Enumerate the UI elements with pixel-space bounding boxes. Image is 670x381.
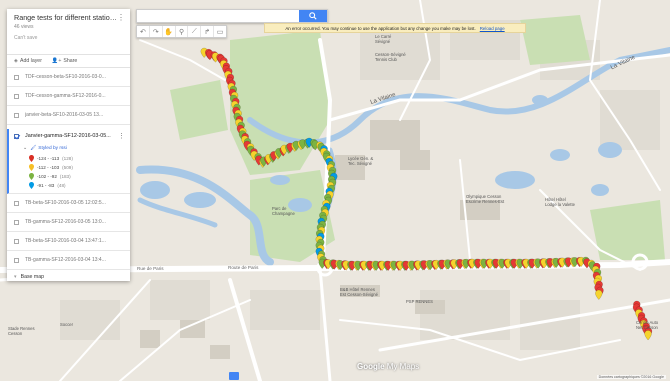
pin-blue-icon: [29, 182, 34, 189]
google-my-maps-logo: Google My Maps: [357, 362, 420, 371]
layer-checkbox[interactable]: [14, 200, 19, 206]
reload-page-link[interactable]: Reload page: [479, 25, 505, 31]
layer-item[interactable]: TB-beta-SF10-2016-03-05 12:02:5...: [7, 194, 130, 213]
marker-icon[interactable]: ⚲: [176, 26, 189, 37]
layer-checkbox[interactable]: [14, 112, 19, 118]
map-label-bb-hotel: B&B Hôtel Rennes Est Cesson-Sévigné: [340, 287, 378, 297]
map-label-parc: Parc de Champagne: [272, 206, 295, 216]
map-label-le-carre: Le Carré Sévigné: [375, 34, 392, 44]
view-count: 46 views: [14, 24, 34, 30]
redo-icon[interactable]: ↷: [150, 26, 163, 37]
error-message: An error occurred. You may continue to u…: [285, 25, 476, 31]
legend-item: -112 - -103(509): [29, 163, 130, 172]
legend-item: -124 - -113(128): [29, 154, 130, 163]
map-label-soccer: Soccer: [60, 322, 74, 327]
search-input[interactable]: [137, 10, 299, 22]
directions-icon[interactable]: ↱: [201, 26, 215, 37]
draw-line-icon[interactable]: ⟋: [188, 26, 202, 37]
search-icon: [309, 12, 317, 20]
layer-checkbox-checked[interactable]: [14, 133, 19, 139]
rssi-legend: -124 - -113(128) -112 - -103(509) -102 -…: [7, 153, 130, 194]
styled-by-link[interactable]: ⌄🖌Styled by rssi: [7, 143, 130, 153]
map-label-tennis: Cesson-Sévigné Tennis Club: [375, 52, 406, 62]
map-attribution: Données cartographiques ©2016 Google: [596, 375, 666, 379]
pin-red-icon: [29, 155, 34, 162]
rssi-marker-pin: [595, 289, 603, 300]
layer-item[interactable]: TDF-cesson-gamma-SF12-2016-0...: [7, 87, 130, 106]
rssi-marker-track[interactable]: [200, 47, 653, 341]
map-label-centre-auto: Centre Auto Net Cesson: [636, 320, 659, 330]
map-label-stade: Stade Rennes Cesson: [8, 326, 35, 336]
add-layer-button[interactable]: ◈Add layer: [14, 58, 42, 64]
map-label-rue-de-paris: Rue de Paris: [137, 266, 164, 271]
map-label-lycee: Lycée Gén. & Tec. Sévigné: [348, 156, 374, 166]
undo-icon[interactable]: ↶: [137, 26, 150, 37]
selected-layer-item[interactable]: Janvier-gamma-SF12-2016-03-05...⋮: [7, 129, 130, 143]
map-toolbar: ↶ ↷ ✋ ⚲ ⟋ ↱ ▭: [136, 25, 227, 38]
layer-item[interactable]: janvier-beta-SF10-2016-03-05 13...: [7, 106, 130, 125]
layer-item[interactable]: TDF-cesson-beta-SF10-2016-03-0...: [7, 68, 130, 87]
base-map-toggle[interactable]: ▾Base map: [14, 273, 44, 280]
share-icon: 👤+: [51, 58, 62, 64]
paint-icon: 🖌: [30, 145, 37, 151]
map-label-hotel: Hôtel Hôtel Lodge la Valette: [545, 197, 575, 207]
hand-icon[interactable]: ✋: [163, 26, 176, 37]
save-status: Can't save: [14, 35, 38, 41]
base-map-icon: ▾: [14, 273, 17, 280]
legend-item: -91 - -83(48): [29, 181, 130, 190]
map-search-box: [136, 9, 328, 23]
ruler-icon[interactable]: ▭: [216, 28, 224, 36]
layer-item[interactable]: TB-gamma-SF12-2016-03-05 13:0...: [7, 213, 130, 232]
map-label-psp: PSP RENNES: [406, 299, 433, 304]
legend-item: -102 - -92(183): [29, 172, 130, 181]
layer-checkbox[interactable]: [14, 257, 19, 263]
info-icon[interactable]: [229, 372, 239, 380]
pin-yellow-icon: [29, 164, 34, 171]
layer-options-icon[interactable]: ⋮: [118, 133, 125, 140]
layer-checkbox[interactable]: [14, 74, 19, 80]
layers-panel: Range tests for different stations,... 4…: [7, 9, 130, 281]
panel-header: Range tests for different stations,... 4…: [7, 9, 130, 55]
layer-checkbox[interactable]: [14, 238, 19, 244]
share-button[interactable]: 👤+Share: [51, 58, 78, 64]
map-label-olympique: Olympique Cesson Escrime Rennes-Est: [466, 194, 505, 204]
panel-actions: ◈Add layer 👤+Share: [7, 55, 130, 68]
map-label-route-de-paris: Route de Paris: [228, 265, 259, 270]
rssi-marker-pin: [644, 330, 652, 341]
search-button[interactable]: [299, 10, 327, 22]
error-notification: An error occurred. You may continue to u…: [264, 23, 526, 33]
add-layer-icon: ◈: [14, 58, 18, 64]
map-title[interactable]: Range tests for different stations,...: [14, 13, 118, 22]
chevron-down-icon: ⌄: [23, 145, 28, 151]
layer-checkbox[interactable]: [14, 219, 19, 225]
layer-checkbox[interactable]: [14, 93, 19, 99]
more-vert-icon[interactable]: ⋮: [117, 13, 125, 22]
layer-item[interactable]: TB-gamma-SF12-2016-03-04 13:4...: [7, 251, 130, 270]
layer-item[interactable]: TB-beta-SF10-2016-03-04 13:47:1...: [7, 232, 130, 251]
pin-green-icon: [29, 173, 34, 180]
